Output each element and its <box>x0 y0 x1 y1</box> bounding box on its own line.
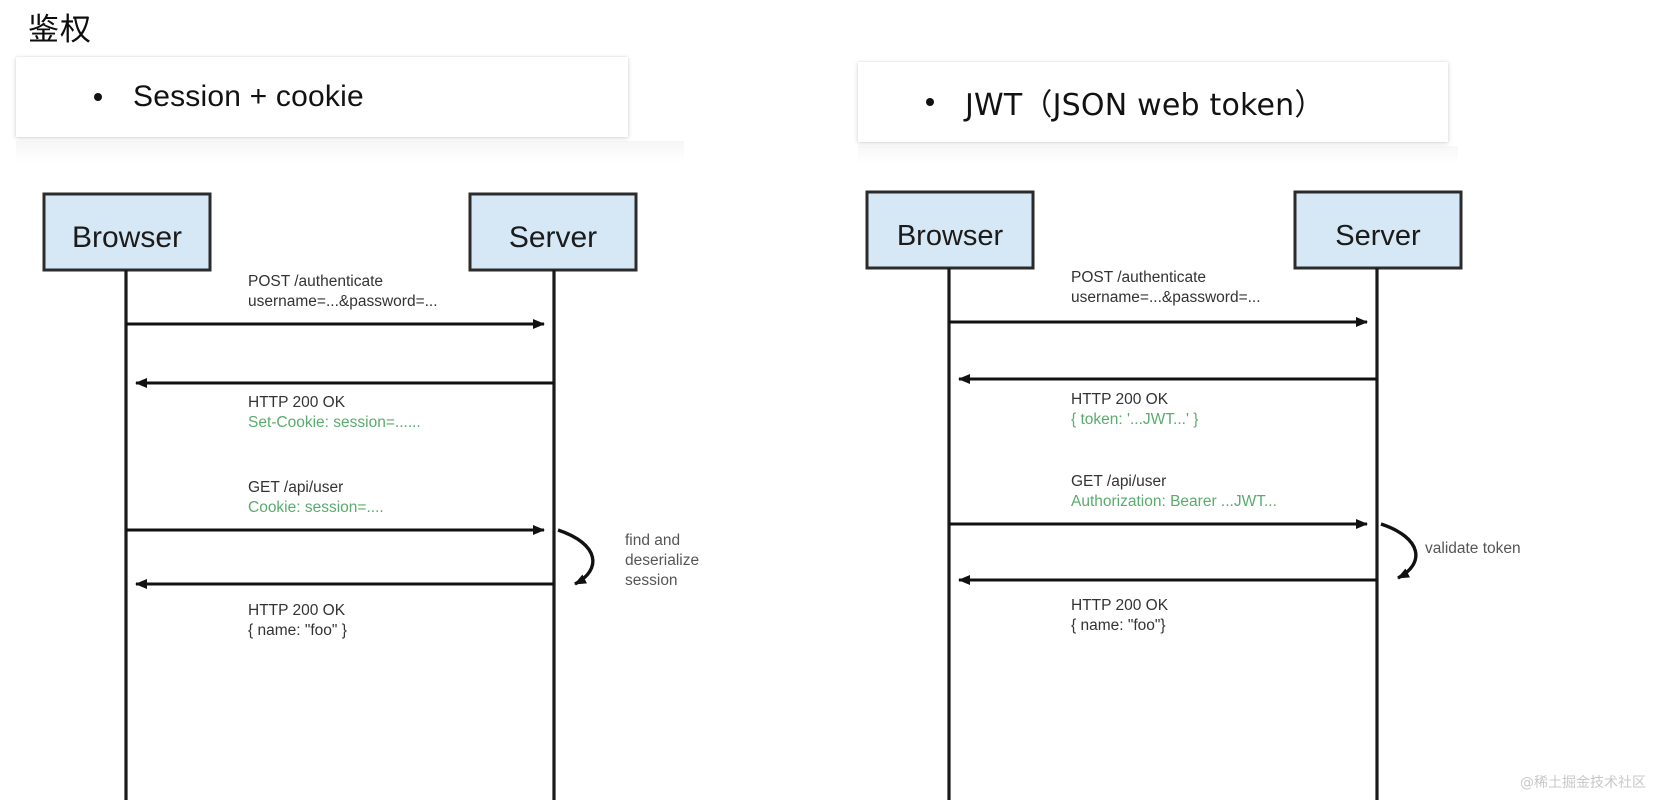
self-call-label: validate token <box>1425 540 1521 557</box>
self-call-label: find and <box>625 532 680 549</box>
message-text: username=...&password=... <box>248 293 438 310</box>
actor-label-server: Server <box>1335 220 1421 252</box>
bullet-card-session-cookie: Session + cookie <box>16 57 628 137</box>
self-call-label: deserialize <box>625 552 699 569</box>
watermark: @稀土掘金技术社区 <box>1520 775 1646 791</box>
message-text: HTTP 200 OK <box>1071 391 1169 408</box>
message-text: HTTP 200 OK <box>1071 597 1169 614</box>
message-text: username=...&password=... <box>1071 289 1261 306</box>
actor-label-browser: Browser <box>72 221 182 254</box>
bullet-card-jwt: JWT（JSON web token） <box>858 62 1448 142</box>
message-text: HTTP 200 OK <box>248 394 346 411</box>
message-text: POST /authenticate <box>248 273 383 290</box>
message-text: { name: "foo"} <box>1071 617 1166 634</box>
actor-label-server: Server <box>509 221 597 254</box>
message-text: HTTP 200 OK <box>248 602 346 619</box>
sequence-diagram-jwt: Browser Server POST /authenticate userna… <box>855 178 1615 800</box>
message-text: POST /authenticate <box>1071 269 1206 286</box>
bullet-dot-icon <box>94 93 102 101</box>
bullet-dot-icon <box>926 98 934 106</box>
slide-shadow-strip-left <box>16 141 684 163</box>
message-text-green: { token: '...JWT...' } <box>1071 411 1198 428</box>
sequence-diagram-session-cookie: Browser Server POST /authenticate userna… <box>30 180 730 800</box>
bullet-label-session-cookie: Session + cookie <box>133 80 364 113</box>
message-text-green: Set-Cookie: session=...... <box>248 414 421 431</box>
message-text: GET /api/user <box>248 479 343 496</box>
self-call-label: session <box>625 572 678 589</box>
page-title: 鉴权 <box>28 12 92 48</box>
message-text: { name: "foo" } <box>248 622 347 639</box>
message-text: GET /api/user <box>1071 473 1166 490</box>
slide-shadow-strip-right <box>858 146 1458 164</box>
bullet-label-jwt: JWT（JSON web token） <box>965 88 1325 123</box>
actor-label-browser: Browser <box>897 220 1004 252</box>
message-text-green: Authorization: Bearer ...JWT... <box>1071 493 1277 510</box>
message-text-green: Cookie: session=.... <box>248 499 384 516</box>
